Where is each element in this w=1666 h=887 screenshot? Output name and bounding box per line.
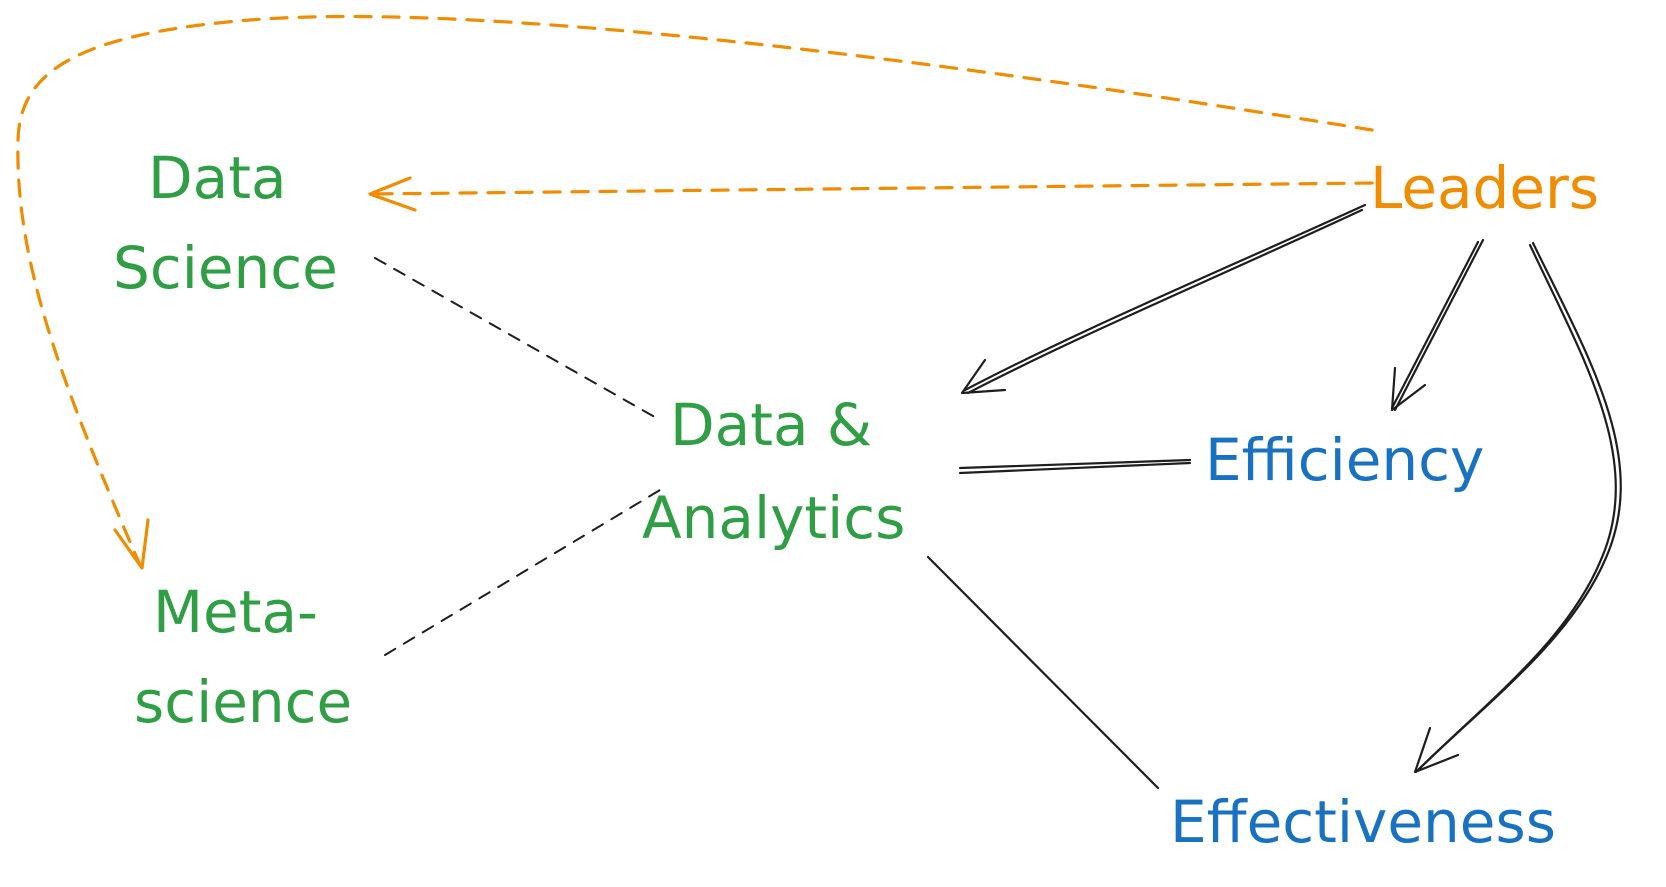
edge-data-science-to-data-analytics bbox=[374, 257, 661, 421]
arrowhead-data-science bbox=[368, 176, 417, 212]
arrowhead-efficiency bbox=[1390, 366, 1427, 412]
node-data-analytics-line1: Data & bbox=[670, 391, 872, 459]
node-effectiveness: Effectiveness bbox=[1170, 788, 1556, 856]
arrowhead-meta-science bbox=[113, 518, 150, 570]
edge-data-analytics-to-effectiveness bbox=[926, 555, 1160, 790]
edge-meta-science-to-data-analytics bbox=[384, 486, 666, 656]
edge-leaders-to-data-science bbox=[370, 181, 1374, 196]
edge-leaders-to-meta-science bbox=[16, 14, 1374, 567]
edge-leaders-to-efficiency bbox=[1393, 238, 1485, 412]
node-meta-science-line2: science bbox=[134, 668, 352, 736]
edge-data-analytics-to-efficiency bbox=[958, 458, 1192, 470]
arrowhead-data-analytics bbox=[960, 358, 1007, 395]
edge-leaders-to-data-analytics bbox=[963, 203, 1367, 392]
arrowhead-effectiveness bbox=[1413, 726, 1460, 774]
edge-leaders-to-effectiveness bbox=[1416, 241, 1622, 772]
edge-leaders-to-efficiency-2 bbox=[1390, 240, 1480, 410]
edge-leaders-to-effectiveness-2 bbox=[1414, 243, 1617, 774]
edge-data-analytics-to-efficiency-2 bbox=[958, 461, 1192, 475]
node-leaders: Leaders bbox=[1370, 154, 1599, 222]
node-data-analytics-line2: Analytics bbox=[642, 484, 905, 552]
node-data-science-line2: Science bbox=[113, 234, 338, 302]
node-data-science-line1: Data bbox=[148, 144, 287, 212]
node-meta-science-line1: Meta- bbox=[153, 578, 318, 646]
node-efficiency: Efficiency bbox=[1205, 426, 1484, 494]
edge-leaders-to-data-analytics-2 bbox=[966, 208, 1364, 395]
